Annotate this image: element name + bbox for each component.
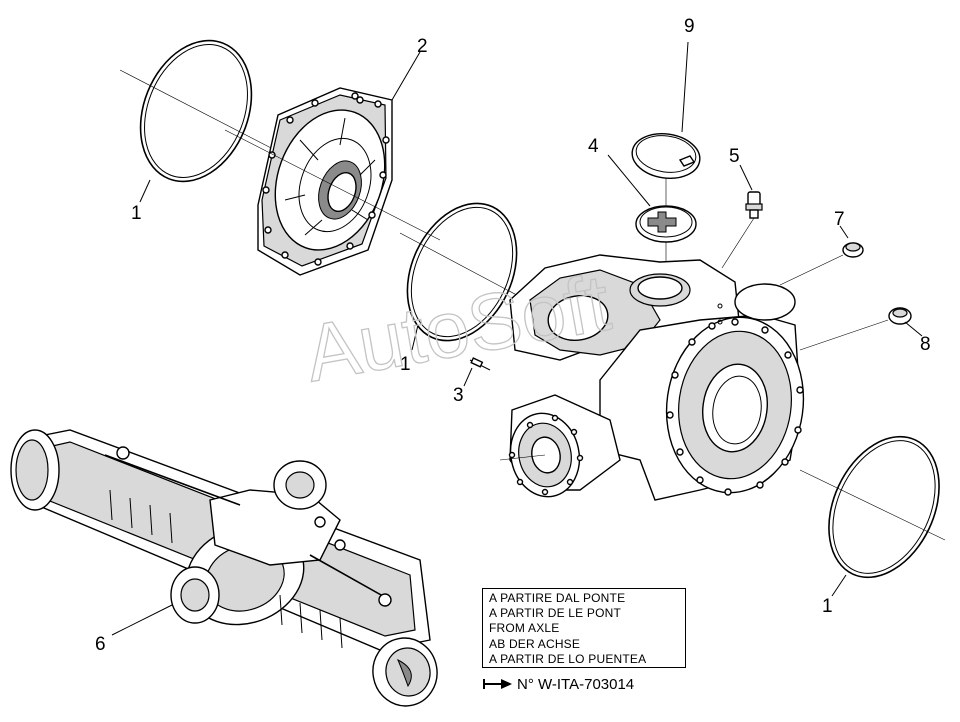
callout-9: 9 bbox=[684, 16, 695, 37]
o-ring-part-1-top bbox=[119, 39, 276, 203]
watermark-text: AutoSoft bbox=[299, 257, 617, 398]
callout-6: 6 bbox=[95, 634, 106, 655]
callout-3: 3 bbox=[453, 385, 464, 406]
callout-7: 7 bbox=[834, 209, 845, 230]
note-line-spanish: A PARTIR DE LO PUENTEA bbox=[489, 651, 647, 666]
callout-4: 4 bbox=[588, 136, 599, 157]
full-axle-assembly-part-6 bbox=[10, 429, 438, 707]
note-line-italian: A PARTIRE DAL PONTE bbox=[489, 591, 626, 605]
callout-1-right: 1 bbox=[822, 596, 833, 617]
pin-part-3 bbox=[463, 357, 491, 387]
arrow-right-icon bbox=[483, 679, 512, 689]
axle-housing bbox=[499, 254, 805, 501]
callout-1-middle: 1 bbox=[400, 354, 411, 375]
snap-ring-part-9 bbox=[631, 41, 701, 205]
note-line-english: FROM AXLE bbox=[489, 621, 560, 636]
cover-plate-part-2 bbox=[224, 51, 441, 276]
callout-1-top: 1 bbox=[131, 203, 142, 224]
callout-2: 2 bbox=[417, 36, 428, 57]
serial-number-row: N° W-ITA-703014 bbox=[483, 674, 634, 694]
callout-8: 8 bbox=[920, 334, 931, 355]
o-ring-part-1-right bbox=[799, 435, 946, 597]
serial-number: N° W-ITA-703014 bbox=[517, 675, 635, 693]
plug-part-7 bbox=[779, 225, 864, 286]
callout-5: 5 bbox=[729, 146, 740, 167]
note-line-german: AB DER ACHSE bbox=[489, 636, 581, 651]
breather-part-5 bbox=[721, 164, 763, 269]
note-line-french: A PARTIR DE LE PONT bbox=[489, 606, 622, 621]
plug-part-8 bbox=[799, 307, 923, 351]
cap-part-4 bbox=[607, 154, 697, 300]
applicability-note-box: A PARTIRE DAL PONTE A PARTIR DE LE PONT … bbox=[482, 588, 686, 668]
